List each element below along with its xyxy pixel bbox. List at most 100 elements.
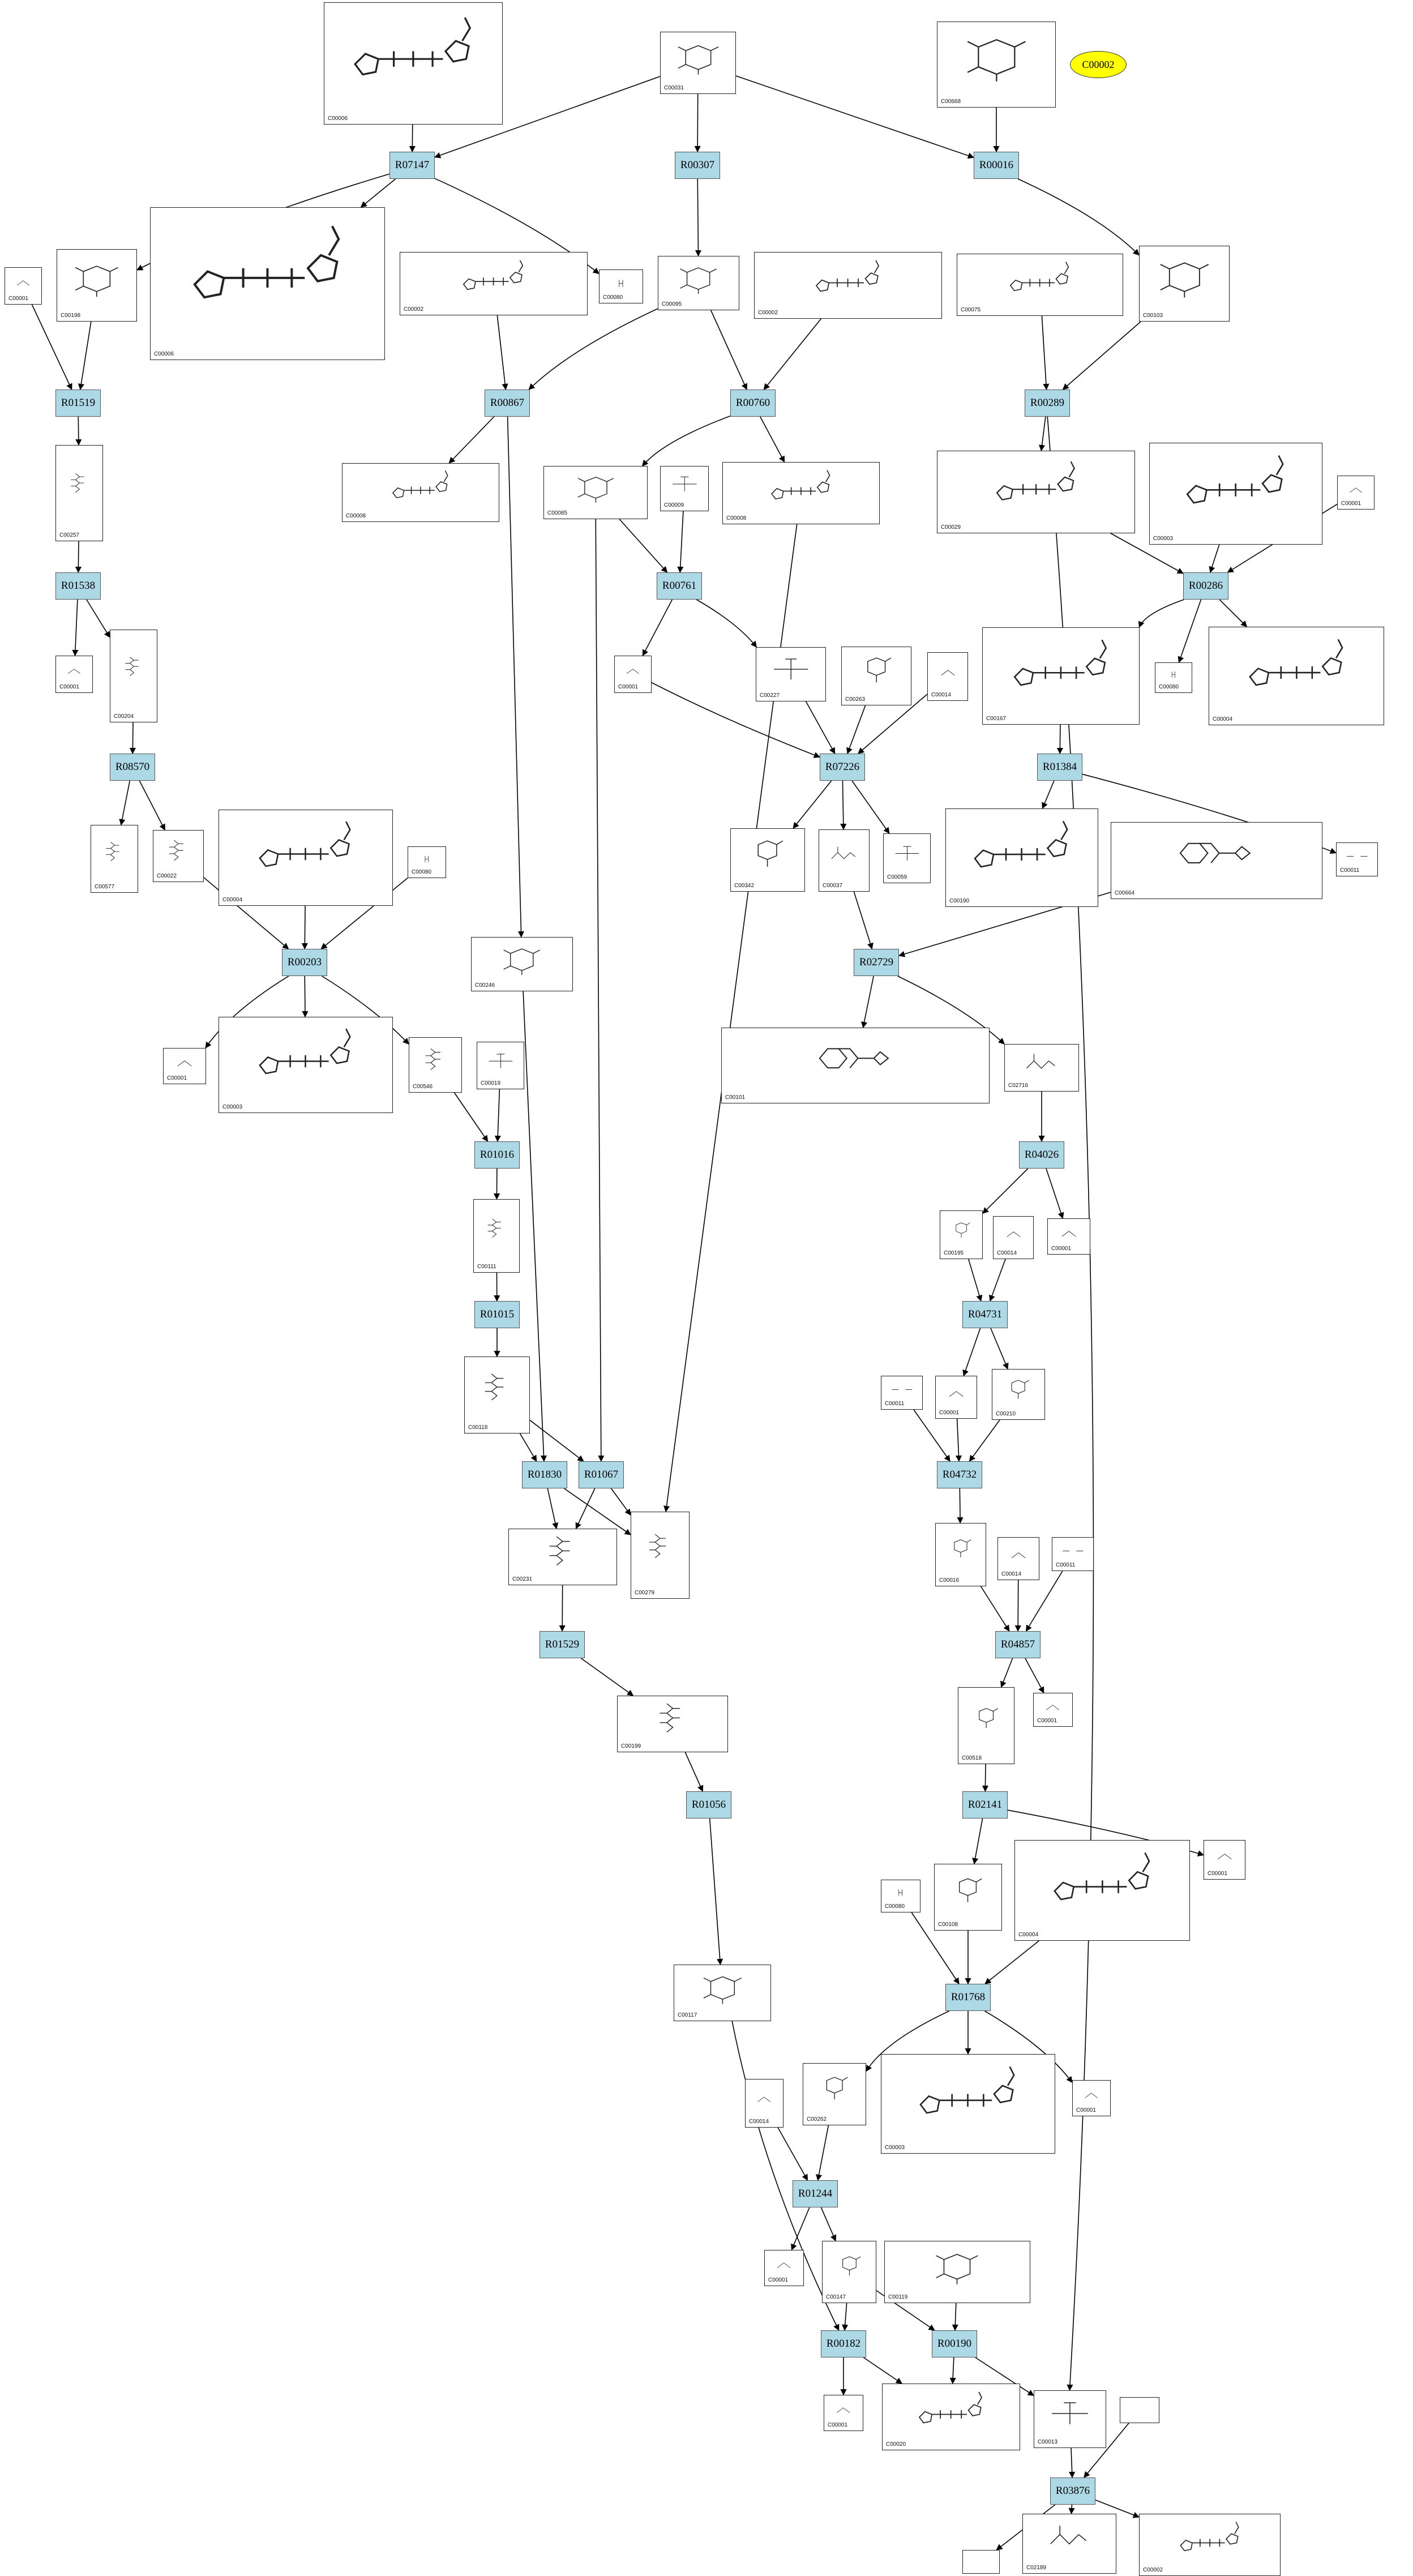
reaction-node-r01519[interactable]: R01519 <box>55 390 101 417</box>
compound-node-c00263[interactable]: C00263 <box>841 647 911 705</box>
reaction-node-r00286[interactable]: R00286 <box>1183 572 1228 600</box>
compound-node-c00004[interactable]: C00004 <box>219 810 393 906</box>
compound-node-c00008[interactable]: C00008 <box>722 462 880 524</box>
compound-node-c00002[interactable]: C00002 <box>754 252 942 319</box>
compound-node-c00019[interactable]: C00019 <box>477 1042 524 1089</box>
compound-node-c00001[interactable]: C00001 <box>163 1048 206 1084</box>
compound-node-c00003[interactable]: C00003 <box>219 1017 393 1113</box>
reaction-node-r02729[interactable]: R02729 <box>854 949 899 976</box>
compound-node-c00037[interactable]: C00037 <box>819 829 870 892</box>
compound-node-c00004[interactable]: C00004 <box>1014 1840 1190 1941</box>
compound-node-c00147[interactable]: C00147 <box>822 2241 876 2303</box>
compound-node-c00029[interactable]: C00029 <box>937 451 1135 533</box>
reaction-node-r00190[interactable]: R00190 <box>932 2330 977 2357</box>
compound-node-c00210[interactable]: C00210 <box>992 1369 1045 1420</box>
compound-node-c00080[interactable]: C00080 <box>408 846 446 878</box>
compound-node-c00198[interactable]: C00198 <box>57 249 137 322</box>
compound-node-c00117[interactable]: C00117 <box>674 1965 771 2021</box>
compound-node-c00167[interactable]: C00167 <box>982 627 1140 725</box>
compound-node-c00664[interactable]: C00664 <box>1111 822 1322 899</box>
highlight-compound-oval[interactable]: C00002 <box>1070 51 1127 78</box>
reaction-node-r08570[interactable]: R08570 <box>110 754 155 781</box>
compound-node-c00001[interactable]: C00001 <box>1033 1693 1073 1727</box>
reaction-node-r01538[interactable]: R01538 <box>55 572 101 600</box>
compound-node-c00001[interactable]: C00001 <box>1204 1840 1245 1880</box>
compound-node-c00262[interactable]: C00262 <box>803 2063 866 2125</box>
compound-node-c00001[interactable]: C00001 <box>1047 1218 1090 1255</box>
compound-node-c00013[interactable]: C00013 <box>1034 2390 1106 2448</box>
compound-node-c00003[interactable]: C00003 <box>1149 443 1322 545</box>
compound-node-c00002[interactable]: C00002 <box>1139 2514 1281 2576</box>
reaction-node-r07226[interactable]: R07226 <box>820 754 865 781</box>
compound-node-c00111[interactable]: C00111 <box>473 1199 520 1273</box>
reaction-node-r00203[interactable]: R00203 <box>282 949 327 976</box>
reaction-node-r00182[interactable]: R00182 <box>821 2330 866 2357</box>
reaction-node-r01067[interactable]: R01067 <box>579 1461 624 1488</box>
reaction-node-r00867[interactable]: R00867 <box>485 390 530 417</box>
compound-node-c00075[interactable]: C00075 <box>957 254 1123 316</box>
compound-node-empty[interactable] <box>1120 2397 1159 2423</box>
reaction-node-r07147[interactable]: R07147 <box>389 152 435 179</box>
compound-node-c00518[interactable]: C00518 <box>958 1687 1014 1764</box>
compound-node-c00001[interactable]: C00001 <box>764 2250 804 2286</box>
compound-node-empty[interactable] <box>962 2550 1000 2574</box>
compound-node-c00227[interactable]: C00227 <box>756 647 826 701</box>
reaction-node-r01244[interactable]: R01244 <box>793 2180 838 2207</box>
compound-node-c00080[interactable]: C00080 <box>1155 662 1192 693</box>
reaction-node-r00760[interactable]: R00760 <box>730 390 776 417</box>
compound-node-c00001[interactable]: C00001 <box>935 1376 977 1419</box>
reaction-node-r01768[interactable]: R01768 <box>945 1984 991 2011</box>
compound-node-c00011[interactable]: C00011 <box>1336 842 1378 876</box>
compound-node-c00101[interactable]: C00101 <box>721 1028 990 1103</box>
compound-node-c00001[interactable]: C00001 <box>5 267 42 305</box>
reaction-node-r01529[interactable]: R01529 <box>539 1631 585 1658</box>
reaction-node-r01830[interactable]: R01830 <box>522 1461 567 1488</box>
compound-node-c02189[interactable]: C02189 <box>1022 2514 1116 2574</box>
compound-node-c00199[interactable]: C00199 <box>617 1696 728 1752</box>
compound-node-c00119[interactable]: C00119 <box>884 2241 1030 2303</box>
compound-node-c00001[interactable]: C00001 <box>55 656 93 693</box>
compound-node-c00546[interactable]: C00546 <box>409 1037 462 1093</box>
reaction-node-r04026[interactable]: R04026 <box>1019 1141 1064 1169</box>
compound-node-c00014[interactable]: C00014 <box>993 1216 1034 1259</box>
reaction-node-r01056[interactable]: R01056 <box>686 1791 731 1818</box>
compound-node-c00016[interactable]: C00016 <box>935 1523 986 1586</box>
reaction-node-r00307[interactable]: R00307 <box>675 152 720 179</box>
reaction-node-r04732[interactable]: R04732 <box>937 1461 982 1488</box>
compound-node-c00195[interactable]: C00195 <box>940 1210 983 1259</box>
compound-node-c00011[interactable]: C00011 <box>881 1376 923 1410</box>
compound-node-c00011[interactable]: C00011 <box>1052 1537 1094 1571</box>
compound-node-c00001[interactable]: C00001 <box>824 2395 863 2431</box>
compound-node-c00080[interactable]: C00080 <box>881 1880 920 1912</box>
compound-node-c00014[interactable]: C00014 <box>997 1537 1039 1580</box>
reaction-node-r01016[interactable]: R01016 <box>474 1141 520 1169</box>
compound-node-c00031[interactable]: C00031 <box>660 32 736 94</box>
reaction-node-r00761[interactable]: R00761 <box>657 572 702 600</box>
compound-node-c00342[interactable]: C00342 <box>730 828 805 892</box>
compound-node-c00095[interactable]: C00095 <box>658 256 739 310</box>
reaction-node-r04857[interactable]: R04857 <box>995 1631 1041 1658</box>
compound-node-c00003[interactable]: C00003 <box>881 2054 1055 2154</box>
compound-node-c00009[interactable]: C00009 <box>660 466 709 511</box>
compound-node-c00004[interactable]: C00004 <box>1209 627 1384 725</box>
compound-node-c00001[interactable]: C00001 <box>614 656 652 693</box>
compound-node-c00080[interactable]: C00080 <box>599 269 643 303</box>
compound-node-c00006[interactable]: C00006 <box>150 207 385 360</box>
reaction-node-r01384[interactable]: R01384 <box>1037 754 1082 781</box>
compound-node-c00190[interactable]: C00190 <box>945 808 1098 907</box>
compound-node-c00014[interactable]: C00014 <box>927 652 968 701</box>
reaction-node-r00289[interactable]: R00289 <box>1025 390 1070 417</box>
compound-node-c00002[interactable]: C00002 <box>400 252 588 315</box>
compound-node-c00006[interactable]: C00006 <box>324 2 503 125</box>
compound-node-c00059[interactable]: C00059 <box>883 833 931 883</box>
compound-node-c00022[interactable]: C00022 <box>153 830 204 882</box>
compound-node-c00231[interactable]: C00231 <box>508 1529 617 1585</box>
compound-node-c00118[interactable]: C00118 <box>464 1357 530 1434</box>
compound-node-c02716[interactable]: C02716 <box>1004 1044 1079 1092</box>
reaction-node-r03876[interactable]: R03876 <box>1050 2477 1095 2505</box>
compound-node-c00279[interactable]: C00279 <box>631 1512 690 1599</box>
compound-node-c00014[interactable]: C00014 <box>745 2079 783 2128</box>
compound-node-c00020[interactable]: C00020 <box>882 2384 1020 2450</box>
compound-node-c00001[interactable]: C00001 <box>1072 2080 1111 2116</box>
compound-node-c00085[interactable]: C00085 <box>543 466 648 519</box>
